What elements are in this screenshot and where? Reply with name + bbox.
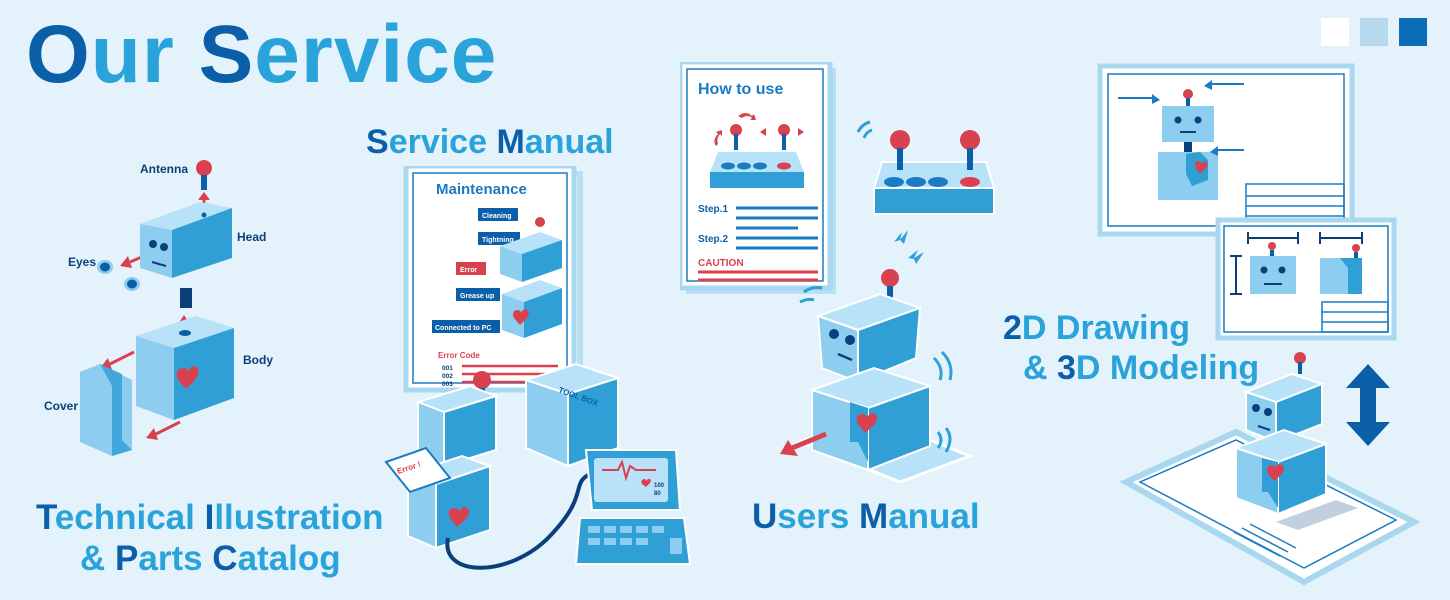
- monitor-value-100: 100: [654, 483, 665, 489]
- error-code-002: 002: [442, 373, 453, 380]
- tag-grease-up: Grease up: [460, 293, 494, 300]
- tag-error: Error: [460, 267, 477, 274]
- drawing-modeling-heading: 2D Drawing & 3D Modeling: [1003, 309, 1260, 388]
- service-manual-heading: Service Manual: [366, 123, 614, 161]
- service-manual-illustration: Maintenance Cleaning Tightning Error Gre…: [384, 166, 692, 570]
- decor-square-white: [1321, 18, 1349, 46]
- step-1-label: Step.1: [698, 204, 728, 215]
- label-eyes: Eyes: [68, 255, 97, 269]
- drawing-modeling-illustration: [1097, 63, 1421, 586]
- doc-title-maintenance: Maintenance: [436, 181, 527, 198]
- doc-title-how-to-use: How to use: [698, 81, 783, 98]
- decor-square-light: [1360, 18, 1388, 46]
- exploded-robot-illustration: [80, 160, 234, 456]
- label-head: Head: [237, 230, 267, 244]
- error-code-003: 003: [442, 381, 453, 388]
- users-manual-heading: Users Manual: [752, 497, 980, 536]
- decor-square-dark: [1399, 18, 1427, 46]
- error-code-001: 001: [442, 365, 453, 372]
- caution-label: CAUTION: [698, 258, 744, 269]
- maintenance-tag-list: Cleaning Tightning Error Grease up Conne…: [432, 208, 520, 333]
- technical-heading: Technical Illustration & Parts Catalog: [36, 498, 384, 579]
- error-code-label: Error Code: [438, 351, 480, 360]
- label-body: Body: [243, 353, 273, 367]
- page-title: Our Service: [26, 9, 498, 100]
- tag-tightning: Tightning: [482, 237, 514, 244]
- tag-cleaning: Cleaning: [482, 213, 512, 220]
- monitor-value-80: 80: [654, 491, 661, 497]
- tag-connected-to-pc: Connected to PC: [435, 325, 491, 332]
- step-2-label: Step.2: [698, 234, 728, 245]
- users-manual-illustration: How to use Step.1 Step.2 CAUTION: [680, 62, 996, 484]
- label-cover: Cover: [44, 399, 79, 413]
- label-antenna: Antenna: [140, 162, 188, 176]
